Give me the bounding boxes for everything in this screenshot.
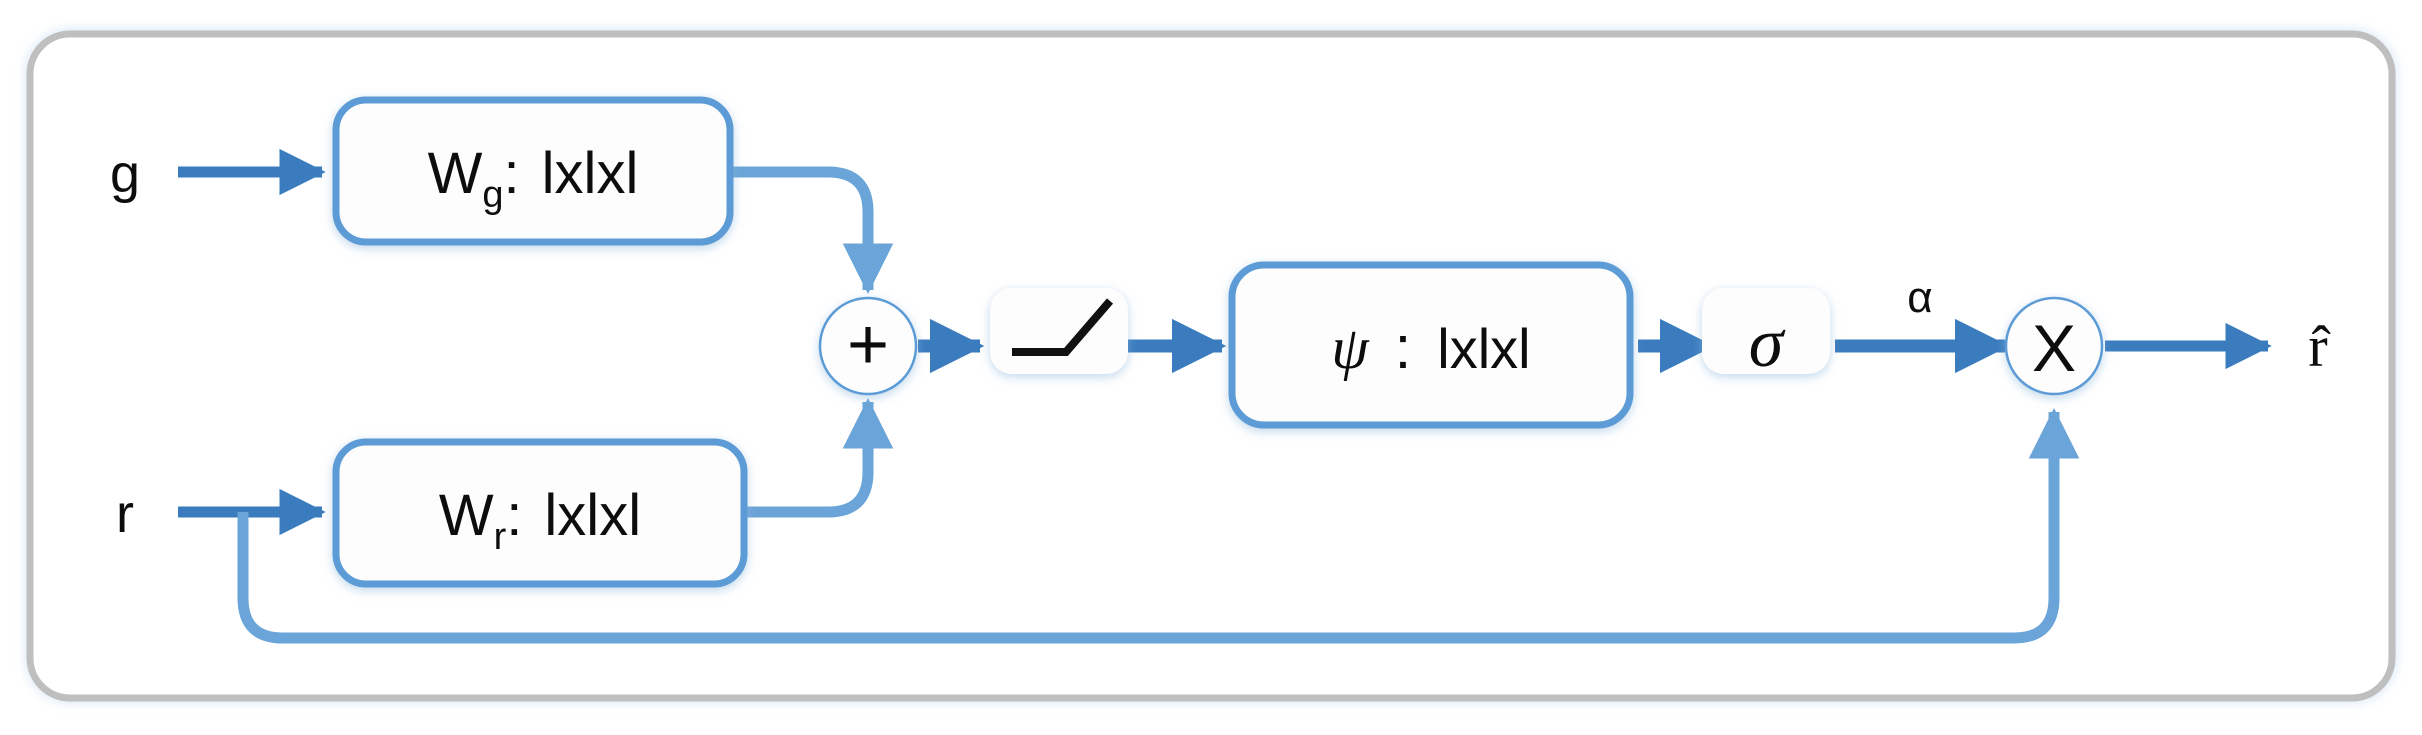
operator-add-circle[interactable] — [818, 296, 918, 396]
block-psi-dims: lxlxl — [1437, 317, 1530, 380]
block-wr-subscript: r — [494, 516, 507, 558]
block-wg-label: Wg: lxlxl — [428, 141, 639, 216]
wire-wg-to-add — [730, 166, 894, 295]
block-wr-box[interactable] — [332, 438, 748, 588]
block-wg-symbol: W — [428, 141, 483, 206]
block-wr-dims: lxlxl — [544, 483, 641, 548]
block-psi-label: ψ: lxlxl — [1331, 314, 1530, 381]
block-wr-symbol: W — [439, 483, 494, 548]
operator-sigmoid-box[interactable] — [1702, 288, 1830, 374]
input-label-g: g — [110, 144, 140, 204]
wire-wr-to-add — [740, 397, 894, 518]
block-psi-box[interactable] — [1228, 261, 1634, 429]
block-psi-symbol: ψ — [1331, 315, 1370, 381]
block-wg-box[interactable] — [332, 96, 734, 246]
operator-add-label: + — [847, 305, 889, 385]
relu-curve-icon — [1012, 298, 1114, 356]
operator-multiply-circle[interactable] — [2004, 296, 2104, 396]
block-wr-label: Wr: lxlxl — [439, 483, 641, 558]
input-label-r: r — [116, 484, 134, 544]
output-label-r-hat: r̂ — [2308, 314, 2331, 379]
operator-sigmoid-label: σ — [1749, 305, 1786, 382]
block-wg-dims: lxlxl — [542, 141, 639, 206]
block-wg-subscript: g — [482, 174, 503, 216]
wire-skip-connection — [237, 407, 2080, 644]
block-psi-separator: : — [1395, 314, 1412, 381]
operator-multiply-label: X — [2032, 311, 2076, 385]
block-wr-separator: : — [506, 483, 522, 548]
edge-label-alpha: α — [1907, 273, 1932, 322]
block-wg-separator: : — [504, 141, 520, 206]
